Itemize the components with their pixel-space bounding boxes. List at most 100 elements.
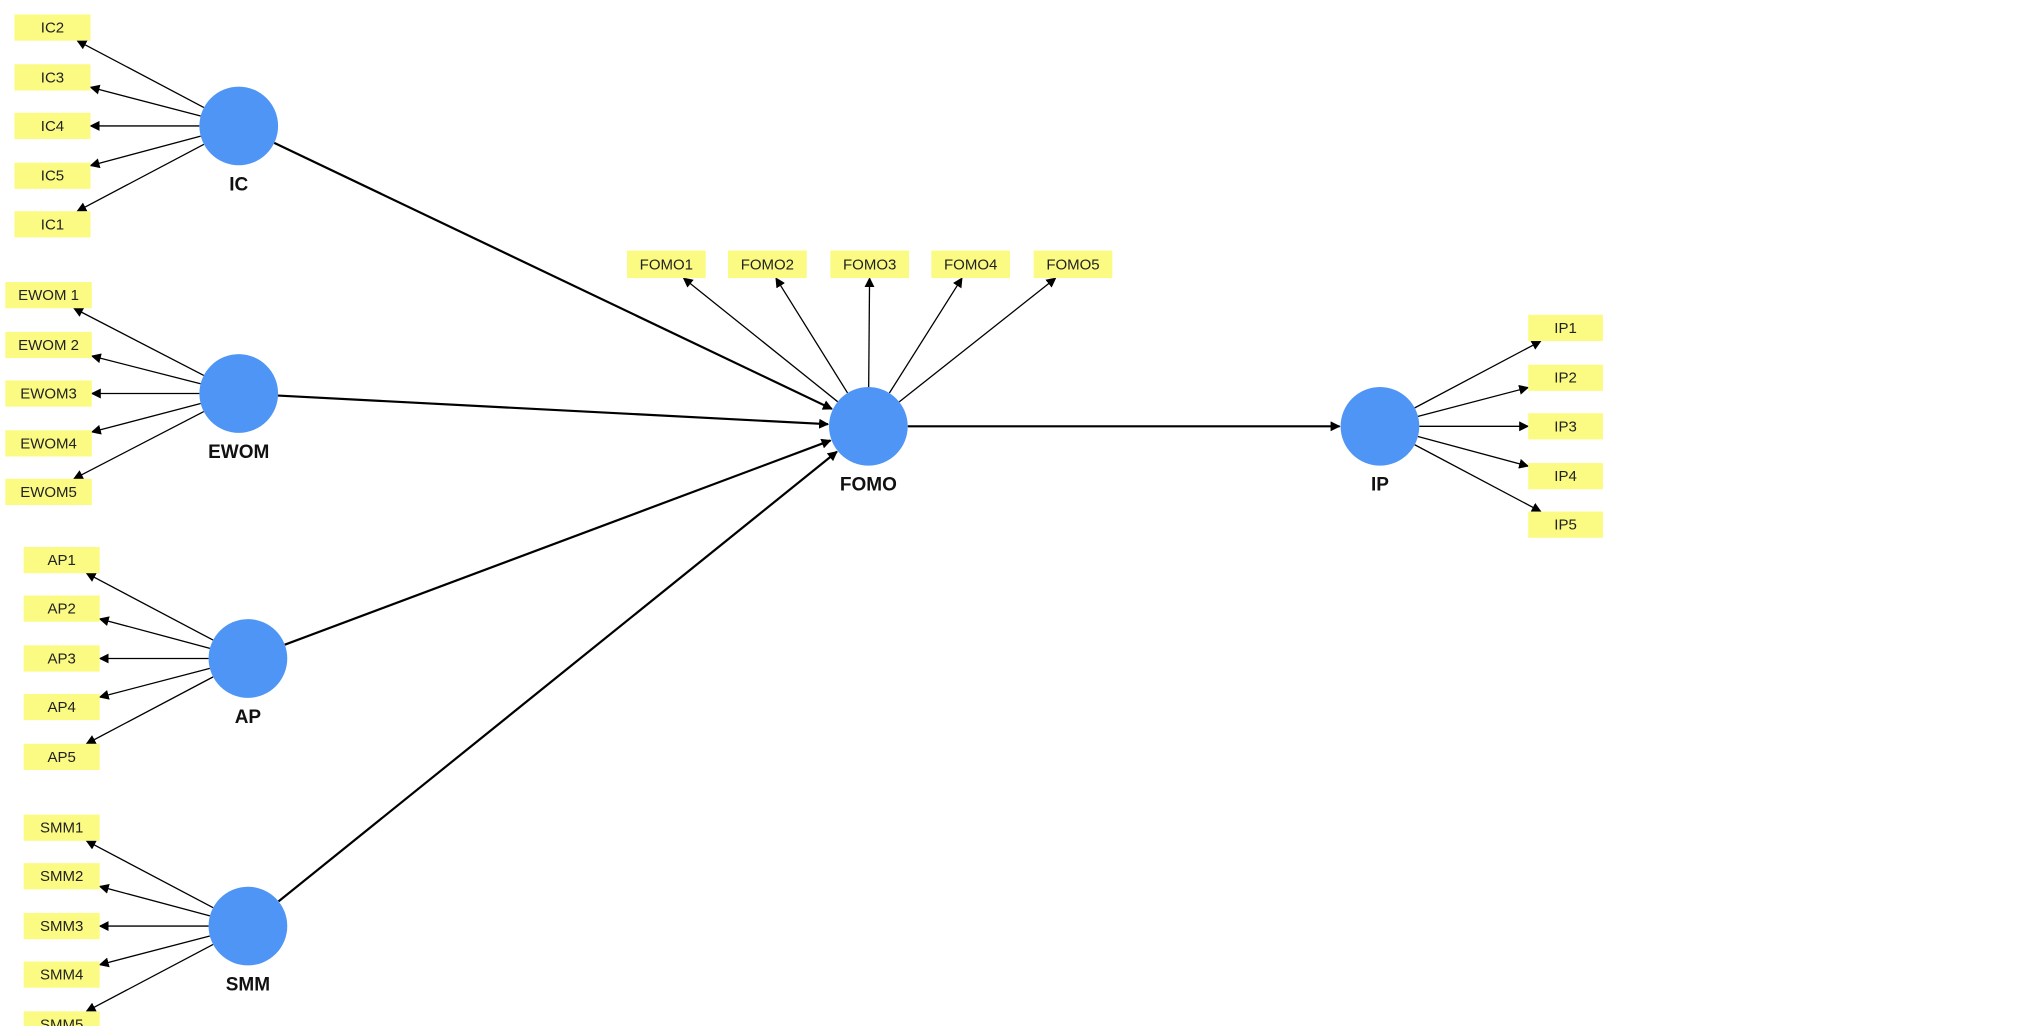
constructs-layer: IC EWOM AP SMM FOMO IP	[199, 86, 1420, 996]
indicator-label: IC5	[41, 168, 64, 185]
edges-layer	[73, 40, 1542, 1012]
indicator-label: IP4	[1554, 468, 1577, 485]
construct-circle	[199, 354, 279, 433]
construct-label: EWOM	[208, 442, 269, 463]
indicator-ip4[interactable]: IP4	[1528, 463, 1603, 490]
construct-ip[interactable]: IP	[1340, 386, 1420, 496]
indicator-label: AP2	[47, 601, 75, 618]
indicator-ic5[interactable]: IC5	[14, 162, 91, 189]
indicator-box	[830, 250, 910, 279]
indicator-label: IP3	[1554, 418, 1577, 435]
indicator-label: EWOM4	[20, 435, 77, 452]
loading-arrow-ic2	[76, 40, 205, 109]
indicator-ap4[interactable]: AP4	[23, 693, 100, 721]
indicator-box	[627, 250, 706, 279]
indicator-ap5[interactable]: AP5	[23, 743, 100, 770]
indicator-smm3[interactable]: SMM3	[23, 912, 100, 940]
indicator-ewom5[interactable]: EWOM5	[5, 478, 92, 506]
indicator-box	[14, 64, 91, 91]
indicator-ic1[interactable]: IC1	[14, 211, 91, 238]
indicator-ewom4[interactable]: EWOM4	[5, 430, 92, 457]
indicator-box	[1528, 364, 1603, 391]
construct-label: IC	[229, 174, 248, 195]
construct-fomo[interactable]: FOMO	[829, 386, 908, 496]
indicator-smm2[interactable]: SMM2	[23, 863, 100, 890]
loading-arrow-smm2	[98, 883, 211, 917]
indicator-label: AP4	[47, 699, 75, 716]
construct-circle	[208, 619, 288, 698]
path-arrow-ic-to-fomo	[273, 141, 833, 410]
indicator-ic3[interactable]: IC3	[14, 64, 91, 91]
indicator-label: IP2	[1554, 370, 1577, 387]
construct-label: IP	[1371, 475, 1389, 496]
indicator-smm1[interactable]: SMM1	[23, 814, 100, 841]
construct-label: FOMO	[840, 475, 897, 496]
indicator-label: EWOM 2	[18, 337, 79, 354]
indicator-label: IP1	[1554, 320, 1577, 337]
indicator-ap3[interactable]: AP3	[23, 645, 100, 672]
loading-arrow-ip5	[1414, 444, 1542, 513]
indicator-label: FOMO3	[843, 256, 896, 273]
loading-arrow-ap1	[85, 572, 214, 641]
indicator-label: IC1	[41, 216, 64, 233]
loading-arrow-ap5	[85, 676, 214, 745]
indicator-ip1[interactable]: IP1	[1528, 314, 1603, 342]
path-arrow-ewom-to-fomo	[277, 394, 830, 429]
indicator-box	[23, 645, 100, 672]
indicator-fomo2[interactable]: FOMO2	[728, 250, 807, 279]
indicator-fomo4[interactable]: FOMO4	[931, 250, 1011, 279]
indicator-label: IC2	[41, 20, 64, 37]
indicator-ip2[interactable]: IP2	[1528, 364, 1603, 391]
path-arrow-ap-to-fomo	[284, 438, 832, 646]
indicator-box	[931, 250, 1011, 279]
indicator-label: SMM5	[40, 1016, 83, 1026]
indicator-box	[23, 595, 100, 622]
indicator-box	[14, 112, 91, 140]
indicator-box	[23, 546, 100, 574]
indicator-box	[14, 14, 91, 41]
indicator-label: FOMO5	[1046, 256, 1099, 273]
construct-ic[interactable]: IC	[199, 86, 279, 196]
indicator-ewom1[interactable]: EWOM 1	[5, 282, 92, 309]
indicator-ic2[interactable]: IC2	[14, 14, 91, 41]
construct-ewom[interactable]: EWOM	[199, 354, 279, 463]
indicator-box	[5, 380, 92, 407]
indicator-smm4[interactable]: SMM4	[23, 961, 100, 988]
construct-circle	[208, 886, 288, 966]
indicator-ip3[interactable]: IP3	[1528, 413, 1603, 440]
indicator-fomo3[interactable]: FOMO3	[830, 250, 910, 279]
indicator-box	[23, 814, 100, 841]
indicator-ewom2[interactable]: EWOM 2	[5, 331, 92, 359]
construct-smm[interactable]: SMM	[208, 886, 288, 996]
indicator-box	[5, 282, 92, 309]
loading-arrow-smm4	[98, 935, 211, 968]
loading-arrow-smm1	[85, 840, 214, 909]
indicator-label: AP5	[47, 749, 75, 766]
indicator-ic4[interactable]: IC4	[14, 112, 91, 140]
construct-label: AP	[235, 707, 262, 728]
loading-arrow-ip2	[1417, 384, 1530, 417]
loading-arrow-fomo5	[898, 277, 1057, 403]
loading-arrow-ewom2	[90, 353, 201, 385]
loading-arrow-ip1	[1414, 340, 1542, 409]
loading-arrow-ewom5	[73, 411, 205, 480]
indicator-ewom3[interactable]: EWOM3	[5, 380, 92, 407]
indicator-label: EWOM5	[20, 484, 77, 501]
indicator-fomo1[interactable]: FOMO1	[627, 250, 706, 279]
indicator-ap1[interactable]: AP1	[23, 546, 100, 574]
construct-ap[interactable]: AP	[208, 619, 288, 728]
indicator-label: AP1	[47, 552, 75, 569]
indicator-box	[5, 430, 92, 457]
indicator-ip5[interactable]: IP5	[1528, 511, 1603, 538]
indicator-fomo5[interactable]: FOMO5	[1033, 250, 1113, 279]
indicator-smm5[interactable]: SMM5	[23, 1011, 100, 1026]
indicator-label: SMM1	[40, 820, 83, 837]
indicator-box	[14, 162, 91, 189]
indicator-label: IP5	[1554, 517, 1577, 534]
indicator-label: SMM3	[40, 918, 83, 935]
indicator-label: EWOM 1	[18, 287, 79, 304]
indicator-label: IC3	[41, 69, 64, 86]
indicator-box	[1528, 511, 1603, 538]
indicator-ap2[interactable]: AP2	[23, 595, 100, 622]
